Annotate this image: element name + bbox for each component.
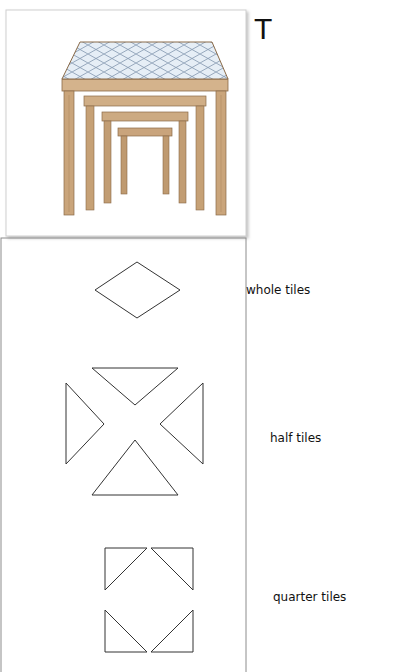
heading: T bbox=[254, 14, 272, 44]
quarter-tile bbox=[151, 548, 193, 590]
nesting-tables bbox=[62, 42, 228, 215]
quarter-tile bbox=[105, 548, 147, 590]
tile-label: half tiles bbox=[270, 431, 321, 445]
picture-frame bbox=[6, 10, 246, 236]
tile-label: whole tiles bbox=[246, 283, 310, 297]
quarter-tile bbox=[105, 610, 147, 652]
half-tile bbox=[92, 368, 178, 405]
half-tile bbox=[66, 383, 104, 464]
half-tile bbox=[160, 383, 203, 464]
tile-panel bbox=[1, 238, 246, 672]
half-tile bbox=[92, 440, 178, 495]
quarter-tile bbox=[151, 610, 193, 652]
whole-tile bbox=[95, 262, 180, 318]
tile-label: quarter tiles bbox=[273, 590, 346, 604]
